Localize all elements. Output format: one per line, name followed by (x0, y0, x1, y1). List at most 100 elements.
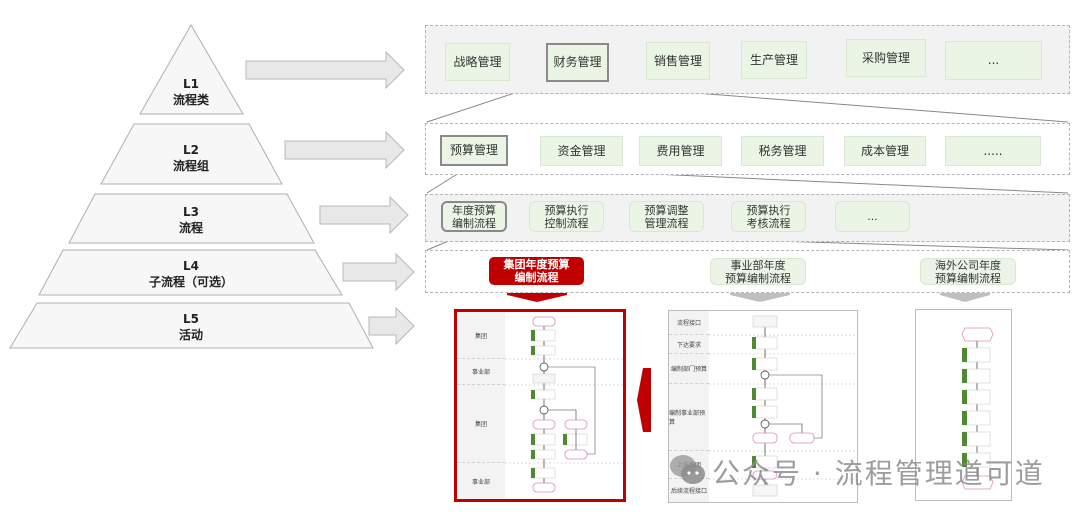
activity (754, 357, 778, 371)
level-name: 流程 (178, 221, 203, 235)
l2-item-cost[interactable]: 成本管理 (844, 136, 926, 166)
event (789, 432, 815, 444)
pyramid-level-1 (139, 24, 244, 115)
activity (532, 449, 556, 460)
lane-text: 流程接口 (676, 320, 701, 327)
l1-item-strategy[interactable]: 战略管理 (445, 43, 510, 81)
lane-text: 下达要求 (676, 341, 701, 349)
activity (532, 373, 556, 384)
activity (532, 467, 556, 479)
level-arrow-2 (284, 130, 405, 170)
activity (754, 336, 778, 350)
line1: 事业部年度 (730, 258, 786, 272)
lane-text: 后续流程接口 (670, 488, 707, 495)
gateway (539, 405, 549, 415)
l3-item-budget-control[interactable]: 预算执行控制流程 (529, 201, 604, 232)
l2-item-tax[interactable]: 税务管理 (741, 136, 824, 166)
lane-label: 编制部门预算 (669, 354, 709, 384)
flowchart-group (505, 316, 623, 493)
l2-item-more[interactable]: ..... (945, 136, 1041, 166)
l4-item-overseas-annual-budget[interactable]: 海外公司年度预算编制流程 (920, 258, 1016, 285)
lane-label: 下达要求 (669, 335, 709, 354)
level-arrow-5 (368, 306, 415, 346)
lane-text: 集团 (474, 332, 487, 340)
down-arrow-gray (940, 291, 990, 302)
pyramid-label-l3: L3 流程 (140, 204, 242, 236)
activity (963, 431, 991, 447)
line2: 管理流程 (644, 216, 689, 230)
pyramid-label-l2: L2 流程组 (140, 142, 242, 174)
wechat-icon (668, 452, 708, 488)
l5-overseas-activity-diagram (915, 309, 1012, 501)
lane-label: 编制事业部预算 (669, 384, 709, 451)
activity (963, 410, 991, 426)
pyramid-label-l5: L5 活动 (140, 311, 242, 343)
event (532, 419, 556, 430)
line1: 预算执行 (544, 203, 589, 217)
lane-label: 后续流程接口 (669, 479, 709, 502)
start-event (532, 316, 556, 327)
line2: 考核流程 (746, 216, 791, 230)
l1-item-sales[interactable]: 销售管理 (646, 42, 710, 80)
l1-item-production[interactable]: 生产管理 (741, 41, 807, 79)
line2: 编制流程 (452, 216, 496, 230)
line1: ... (867, 210, 878, 223)
start-event (961, 327, 994, 342)
down-arrow-red (507, 291, 567, 302)
lane-text: 编制事业部预算 (669, 410, 706, 426)
level-code: L3 (183, 205, 199, 219)
l2-item-budget-selected[interactable]: 预算管理 (440, 135, 508, 166)
lane-text: 事业部 (471, 369, 490, 376)
level-arrow-3 (319, 195, 409, 235)
gateway (760, 370, 770, 380)
l1-item-more[interactable]: ... (945, 41, 1042, 80)
l2-item-fund[interactable]: 资金管理 (540, 136, 623, 166)
lane-text: 集团 (474, 421, 487, 428)
activity (754, 387, 778, 401)
l1-item-finance-selected[interactable]: 财务管理 (546, 43, 609, 82)
level-name: 子流程（可选） (148, 275, 233, 289)
activity (754, 405, 778, 419)
line2: 预算编制流程 (935, 271, 1001, 285)
activity (963, 347, 991, 363)
l3-item-more[interactable]: ... (835, 201, 910, 232)
end-event (961, 475, 994, 490)
activity (532, 345, 556, 356)
l4-item-group-annual-budget-highlighted[interactable]: 集团年度预算编制流程 (489, 257, 584, 285)
line2: 编制流程 (514, 271, 559, 284)
l2-item-expense[interactable]: 费用管理 (639, 136, 722, 166)
pyramid-label-l1: L1 流程类 (150, 76, 232, 108)
lane-label: 事业部 (457, 463, 505, 499)
line1: 预算调整 (644, 203, 689, 217)
event (564, 419, 588, 430)
l3-item-budget-adjust[interactable]: 预算调整管理流程 (629, 201, 704, 232)
end-event (532, 482, 556, 493)
l1-item-procurement[interactable]: 采购管理 (846, 39, 926, 77)
l4-item-division-annual-budget[interactable]: 事业部年度预算编制流程 (710, 258, 806, 285)
lane-label: 事业部 (457, 359, 505, 385)
line2: 预算编制流程 (725, 271, 791, 285)
activity (532, 433, 556, 446)
pyramid-level-2 (100, 123, 283, 185)
pyramid-label-l4: L4 子流程（可选） (120, 258, 262, 290)
activity (532, 389, 556, 400)
level-code: L5 (183, 312, 199, 326)
line1: 预算执行 (746, 203, 791, 217)
flowchart-division (709, 315, 857, 497)
lane-label: 流程接口 (669, 311, 709, 335)
left-arrow-red (637, 368, 651, 432)
lane-label: 集团 (457, 312, 505, 359)
interface (752, 315, 778, 328)
pyramid-level-3 (68, 193, 315, 244)
lane-label: 集团 (457, 385, 505, 463)
lane-text: 事业部 (471, 478, 490, 486)
event (752, 470, 778, 480)
l3-item-annual-budget-selected[interactable]: 年度预算编制流程 (441, 201, 507, 232)
line1: 海外公司年度 (935, 258, 1001, 272)
level-name: 活动 (178, 328, 203, 342)
lane-text: 编制部门预算 (670, 366, 707, 373)
pyramid-level-5 (9, 302, 374, 349)
l3-item-budget-assessment[interactable]: 预算执行考核流程 (731, 201, 806, 232)
line2: 控制流程 (544, 216, 589, 230)
